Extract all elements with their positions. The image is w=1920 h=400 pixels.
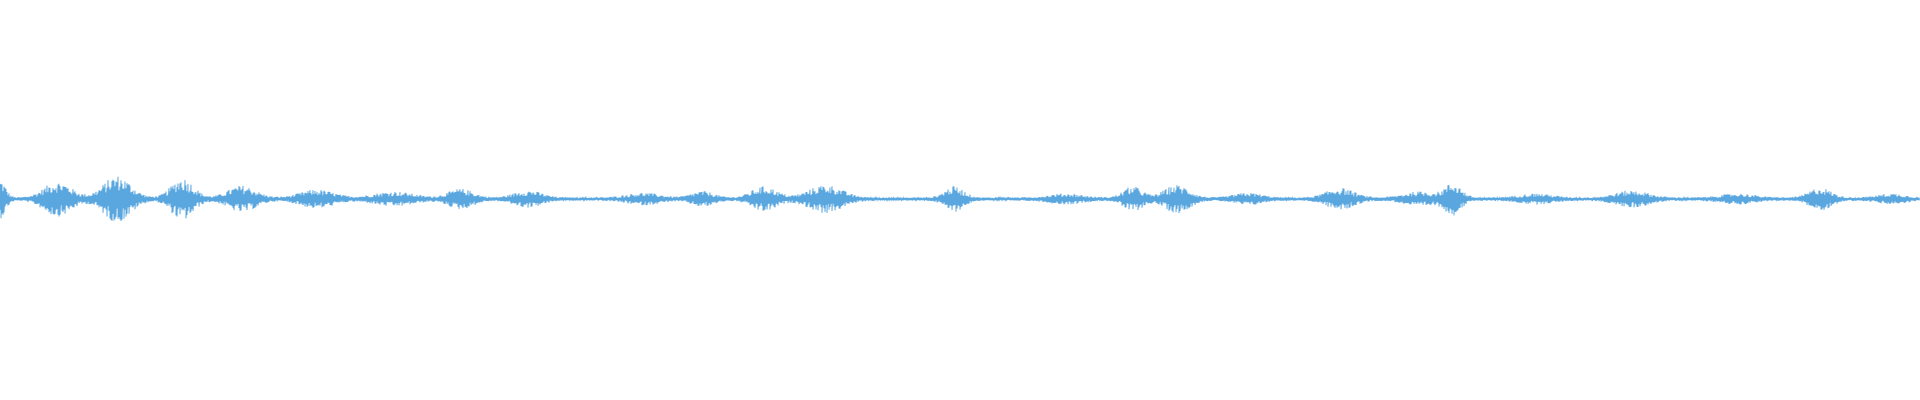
waveform-signal xyxy=(0,176,1920,222)
